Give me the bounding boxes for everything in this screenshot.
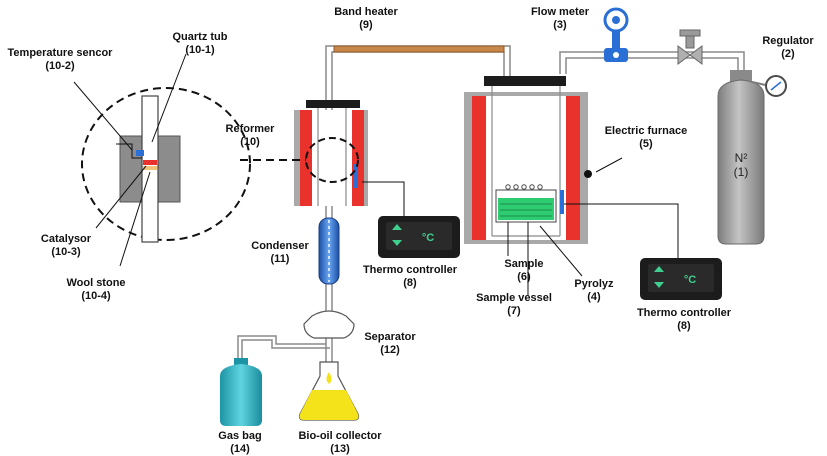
label-quartz-tub-num: (10-1) (185, 44, 215, 56)
label-quartz-tub: Quartz tub (173, 31, 228, 43)
label-pyrolyz: Pyrolyz (574, 278, 614, 290)
label-electric-furnace-num: (5) (639, 138, 653, 150)
separator (303, 310, 355, 339)
thermo-controller-right (564, 203, 722, 300)
label-temperature-sensor-num: (10-2) (45, 60, 75, 72)
label-wool-stone: Wool stone (66, 277, 125, 289)
label-sample-vessel-num: (7) (507, 305, 521, 317)
label-bio-oil-collector: Bio-oil collector (298, 430, 382, 442)
label-separator-num: (12) (380, 344, 400, 356)
label-reformer-num: (10) (240, 136, 260, 148)
label-wool-stone-num: (10-4) (81, 290, 111, 302)
label-flow-meter: Flow meter (531, 6, 590, 18)
label-separator: Separator (364, 331, 416, 343)
valve (677, 29, 703, 65)
label-sample-num: (6) (517, 271, 531, 283)
label-temperature-sensor: Temperature sencor (8, 47, 114, 59)
gas-bag (220, 358, 262, 426)
label-reformer: Reformer (226, 123, 276, 135)
label-regulator-num: (2) (781, 48, 795, 60)
flow-meter (603, 7, 629, 62)
display-unit-left: °C (422, 232, 434, 244)
n2-cylinder (717, 70, 765, 245)
reformer (294, 100, 368, 206)
leader-lines (73, 53, 623, 296)
thermo-controller-left (362, 181, 460, 258)
sample-vessel (495, 184, 557, 223)
label-thermo-controller-left-num: (8) (403, 277, 417, 289)
label-regulator: Regulator (762, 35, 814, 47)
condenser (318, 217, 340, 285)
label-electric-furnace: Electric furnace (605, 125, 688, 137)
label-thermo-controller-left: Thermo controller (363, 264, 458, 276)
label-catalysor: Catalysor (41, 233, 92, 245)
label-catalysor-num: (10-3) (51, 246, 81, 258)
band-heater (333, 45, 505, 53)
label-thermo-controller-right-num: (8) (677, 320, 691, 332)
label-n2-num: (1) (734, 165, 749, 179)
label-thermo-controller-right: Thermo controller (637, 307, 732, 319)
labels: Band heater (9) Flow meter (3) Regulator… (8, 6, 815, 455)
label-band-heater: Band heater (334, 6, 398, 18)
label-n2: N² (735, 151, 748, 165)
display-unit-right: °C (684, 274, 696, 286)
label-bio-oil-collector-num: (13) (330, 443, 350, 455)
bio-oil-flask (298, 361, 360, 421)
label-sample-vessel: Sample vessel (476, 292, 552, 304)
label-gas-bag: Gas bag (218, 430, 261, 442)
regulator-gauge (751, 75, 787, 97)
label-condenser: Condenser (251, 240, 309, 252)
label-condenser-num: (11) (271, 253, 290, 265)
label-band-heater-num: (9) (359, 19, 373, 31)
label-sample: Sample (504, 258, 543, 270)
label-pyrolyz-num: (4) (587, 291, 601, 303)
reformer-detail (81, 87, 306, 243)
label-gas-bag-num: (14) (230, 443, 250, 455)
label-flow-meter-num: (3) (553, 19, 567, 31)
